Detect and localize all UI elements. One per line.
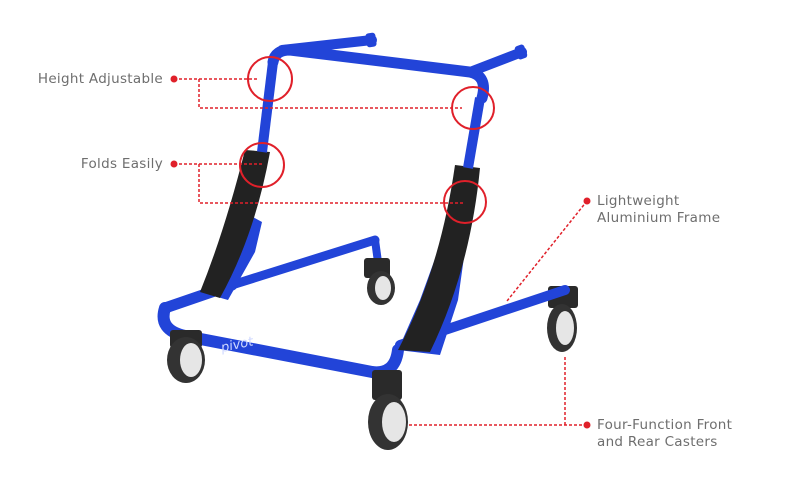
walker: pivot [157,32,578,450]
rear-left-caster [364,258,395,305]
rear-right-caster [547,286,578,352]
label-frame-line1: Lightweight [597,193,680,209]
annotation-dots [170,75,591,429]
label-casters-line1: Four-Function Front [597,417,733,433]
front-right-caster [368,370,408,450]
annotation-lines [174,78,588,426]
label-height-adjustable: Height Adjustable [37,71,163,87]
label-folds-easily: Folds Easily [80,156,163,172]
label-casters-line2: and Rear Casters [597,434,718,450]
brand-mark: pivot [219,334,256,356]
label-frame-line2: Aluminium Frame [597,210,721,226]
highlight-circles [239,56,495,224]
front-left-caster [167,330,205,383]
